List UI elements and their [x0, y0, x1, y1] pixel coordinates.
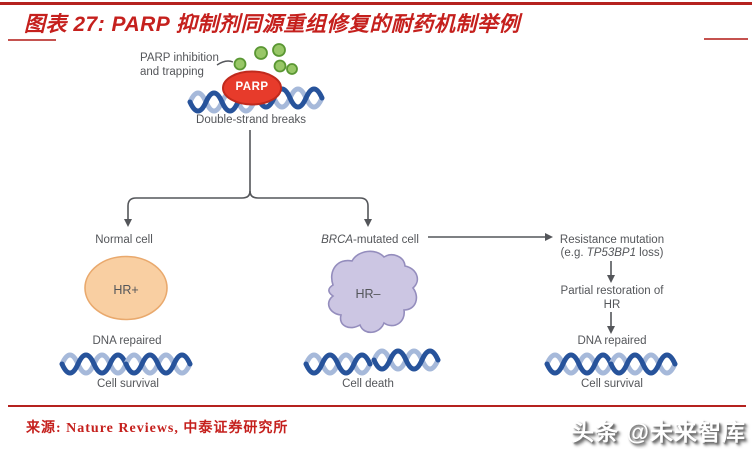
top-red-rule: [0, 2, 752, 5]
figure-title: 图表 27: PARP 抑制剂同源重组修复的耐药机制举例: [24, 13, 520, 36]
brca-mutated-cell-label: BRCA-mutated cell: [321, 233, 419, 247]
hr-minus-label: HR–: [355, 287, 381, 301]
double-strand-breaks-label: Double-strand breaks: [196, 114, 306, 126]
resistance-eg-prefix: (e.g.: [560, 247, 587, 259]
inhibitor-dots-icon: [233, 43, 298, 75]
title-underline-right: [704, 38, 748, 40]
parp-oval-icon: [222, 70, 282, 106]
dna-repaired-left-label: DNA repaired: [92, 335, 162, 347]
parp-oval-label: PARP: [235, 81, 269, 93]
mutated-cell-icon: [327, 250, 419, 334]
parp-inhibition-line1: PARP inhibition: [140, 52, 219, 64]
resistance-mutation-label: Resistance mutation: [559, 234, 665, 246]
source-line: 来源: Nature Reviews, 中泰证券研究所: [26, 421, 289, 436]
dna-helix-left-icon: [62, 355, 190, 373]
dna-helix-broken-middle-icon: [306, 351, 438, 373]
resistance-example-label: (e.g. TP53BP1 loss): [561, 246, 664, 260]
cell-death-label: Cell death: [342, 378, 394, 390]
dna-helix-right-icon: [547, 355, 675, 373]
partial-restoration-label: Partial restoration of HR: [561, 284, 664, 312]
normal-cell-label: Normal cell: [95, 234, 153, 246]
cell-survival-right-label: Cell survival: [581, 378, 643, 390]
dna-repaired-right-label: DNA repaired: [577, 335, 647, 347]
partial-restoration-line2: HR: [603, 299, 621, 311]
resistance-eg-suffix: loss): [635, 247, 664, 259]
toutiao-watermark: 头条 @未来智库: [571, 419, 746, 445]
label-tether-line: [216, 60, 234, 66]
resistance-eg-gene: TP53BP1: [586, 247, 636, 259]
parp-inhibition-line2: and trapping: [140, 66, 204, 78]
cell-survival-left-label: Cell survival: [97, 378, 159, 390]
hr-plus-label: HR+: [113, 283, 139, 297]
bottom-red-rule: [8, 405, 746, 407]
brca-italic: BRCA: [321, 234, 354, 246]
title-underline-left: [8, 39, 56, 41]
partial-restoration-line1: Partial restoration of: [560, 285, 664, 297]
normal-cell-icon: [84, 255, 168, 321]
flow-connector: [127, 130, 612, 326]
parp-inhibition-label: PARP inhibition and trapping: [140, 51, 219, 79]
arrowheads: [124, 219, 615, 334]
brca-rest: -mutated cell: [353, 234, 419, 246]
